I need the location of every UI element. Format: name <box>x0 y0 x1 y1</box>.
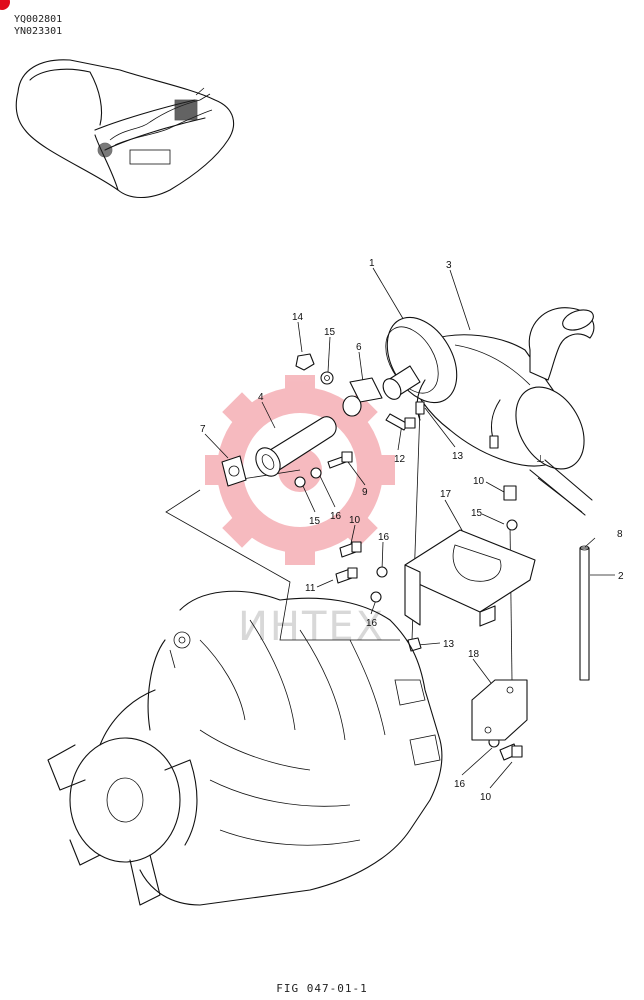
gasket <box>221 455 247 487</box>
callout-14: 14 <box>292 312 304 323</box>
fasteners <box>294 353 523 761</box>
callout-7: 7 <box>200 424 206 435</box>
watermark-text: ИНТЕХ <box>238 604 385 650</box>
callout-16: 16 <box>330 511 342 522</box>
tail-pipe <box>579 545 590 681</box>
machine-location-thumbnail <box>15 59 235 199</box>
exhaust-pipe <box>255 416 337 477</box>
muffler-bracket <box>404 529 536 627</box>
callout-16: 16 <box>454 779 466 790</box>
callout-2: 2 <box>618 571 624 582</box>
flange-plate <box>342 377 383 417</box>
callout-15: 15 <box>471 508 483 519</box>
callout-3: 3 <box>446 260 452 271</box>
callout-10: 10 <box>349 515 361 526</box>
callout-18: 18 <box>468 649 480 660</box>
callout-16: 16 <box>366 618 378 629</box>
callout-6: 6 <box>356 342 362 353</box>
callout-12: 12 <box>394 454 406 465</box>
muffler-assembly: ⊥ <box>382 307 595 516</box>
callout-17: 17 <box>440 489 452 500</box>
muffler-label-mark: ⊥ <box>536 454 545 465</box>
callout-11: 11 <box>305 583 316 594</box>
engine-outline <box>47 590 443 906</box>
callout-1: 1 <box>369 258 375 269</box>
callout-13: 13 <box>452 451 464 462</box>
corner-marker <box>0 0 10 10</box>
callout-labels: 1 3 14 15 6 4 7 12 13 9 15 16 10 16 11 1… <box>200 258 624 803</box>
callout-13: 13 <box>443 639 455 650</box>
callout-16: 16 <box>378 532 390 543</box>
figure-caption: FIG 047-01-1 <box>276 982 368 995</box>
callout-10: 10 <box>480 792 492 803</box>
callout-8: 8 <box>617 529 623 540</box>
callout-4: 4 <box>258 392 264 403</box>
support-plate <box>471 679 528 741</box>
callout-15: 15 <box>309 516 321 527</box>
model-code-1: YQ002801 <box>14 14 63 25</box>
callout-9: 9 <box>362 487 368 498</box>
callout-10: 10 <box>473 476 485 487</box>
callout-15: 15 <box>324 327 336 338</box>
model-code-2: YN023301 <box>14 26 63 37</box>
